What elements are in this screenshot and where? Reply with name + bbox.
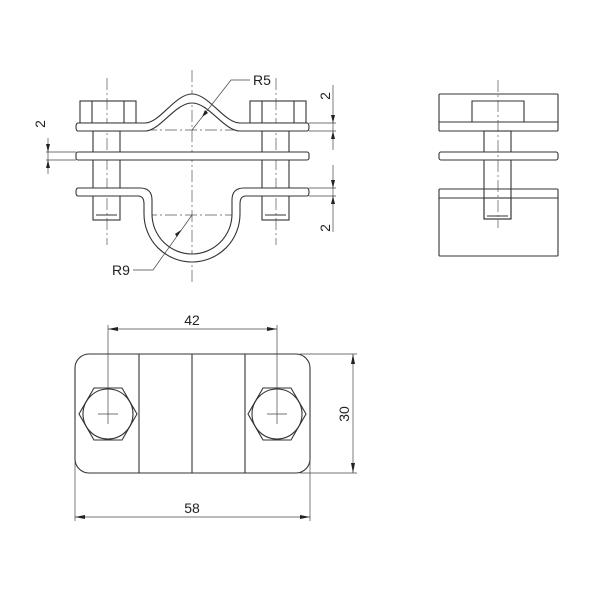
middle-plate [75,151,310,161]
side-view [438,80,559,257]
dimension-label: 30 [336,406,352,422]
radius-r5-callout: R5 [191,72,271,131]
top-clamp-plate [75,93,310,132]
dimension-label: R9 [112,262,130,278]
dimension-label: 58 [184,500,200,516]
dimension-label: 2 [317,224,333,232]
dimension-overall-width: 30 [300,353,357,474]
dimension-thickness-left: 2 [32,120,76,174]
front-view: 2 2 2 R5 R9 [32,70,336,282]
dimension-overall-length: 58 [74,420,311,521]
bottom-u-plate [75,187,310,263]
dimension-label: 42 [184,312,200,328]
dimension-label: 2 [317,92,333,100]
plan-view: 42 30 58 [74,312,357,521]
dimension-thickness-right-bottom: 2 [309,165,336,232]
dimension-bolt-spacing: 42 [107,312,278,424]
dimension-label: 2 [32,120,48,128]
dimension-label: R5 [253,72,271,88]
dimension-thickness-right-top: 2 [309,85,336,150]
radius-r9-callout: R9 [112,214,193,278]
